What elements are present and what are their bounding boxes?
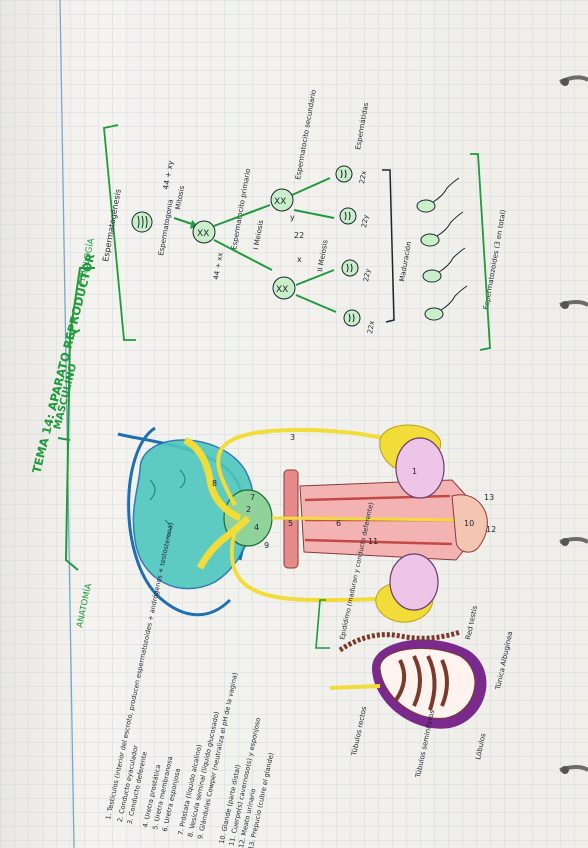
maduracion-bracket: [382, 169, 395, 323]
anatomy-diagram: 1 2 3 4 5 6 7 8 9 10 11 12 13: [117, 424, 496, 623]
spermatid-3: [341, 259, 359, 277]
binder-hole: [561, 78, 569, 86]
spermatid-4: [343, 309, 361, 327]
spermatid-1: [335, 165, 353, 183]
seminal-vesicle: [196, 515, 251, 570]
n22y-b: 22y: [362, 268, 372, 282]
diagram-number: 12: [486, 525, 496, 534]
svg-text:XX: XX: [274, 197, 286, 207]
chrom-y: y: [290, 213, 295, 222]
diagram-number: 1: [412, 467, 417, 476]
diagram-number: 4: [254, 523, 259, 532]
chrom-x: x: [297, 255, 302, 264]
meiosis-arrows: [213, 177, 337, 313]
primary-spermatocyte-cell: XX: [192, 220, 216, 244]
diagram-number: 3: [290, 433, 295, 442]
diagram-number: 13: [484, 493, 494, 502]
diagram-number: 9: [264, 541, 269, 550]
spermatozoa: [416, 177, 468, 321]
diagram-number: 7: [250, 493, 255, 502]
n22x-a: 22x: [358, 170, 368, 184]
testis-section: [329, 629, 487, 729]
glans: [451, 494, 488, 553]
testis: [395, 437, 445, 499]
vas-deferens-blue: [127, 426, 232, 617]
n22y-a: 22y: [360, 214, 370, 228]
margin-line: [59, 0, 75, 848]
seminal-vesicle: [183, 436, 242, 522]
binder-hole: [561, 301, 569, 309]
diagram-number: 2: [246, 505, 251, 514]
section-bracket: [315, 599, 330, 649]
svg-text:XX: XX: [197, 229, 209, 239]
svg-text:XX: XX: [276, 285, 288, 295]
diagram-number: 11: [368, 537, 378, 546]
diagram-number: 5: [288, 519, 293, 528]
espermatozoides-bracket: [470, 153, 491, 351]
binder-hole: [561, 538, 569, 546]
diagram-number: 10: [464, 519, 474, 528]
spermatid-2: [339, 207, 357, 225]
n22x-b: 22x: [366, 320, 376, 334]
main-bracket: [57, 267, 95, 571]
testis: [389, 553, 439, 611]
diagram-number: 8: [212, 479, 217, 488]
fisiologia-bracket: [103, 124, 136, 341]
bladder: [132, 439, 255, 590]
secondary-spermatocyte-x: XX: [270, 188, 294, 212]
diagram-number: 6: [336, 519, 341, 528]
n22: 22: [294, 231, 304, 240]
spermatogonia-cell: [131, 211, 153, 233]
secondary-spermatocyte-y: XX: [272, 276, 296, 300]
binder-hole: [561, 766, 569, 774]
